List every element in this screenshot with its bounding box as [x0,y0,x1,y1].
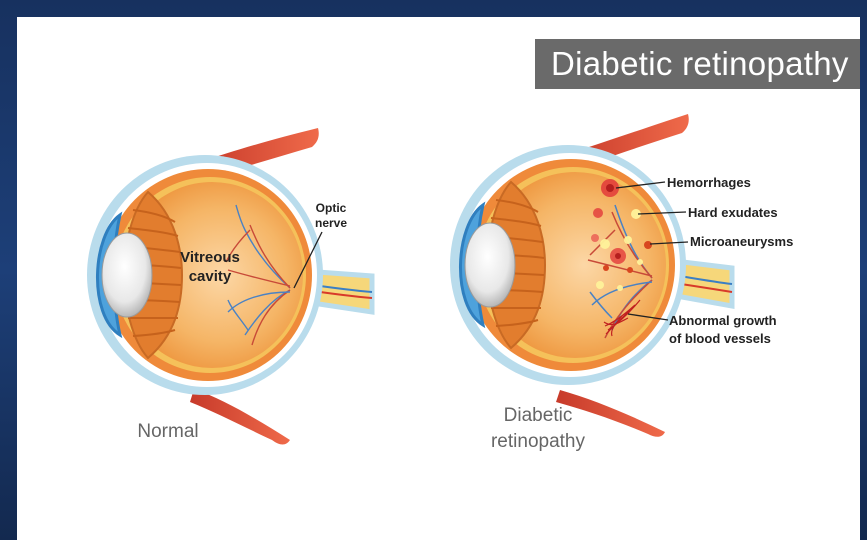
label-hemorrhages: Hemorrhages [667,175,751,190]
lens [102,233,152,317]
normal-caption: Normal [137,421,198,442]
label-abnormal-growth-line2: of blood vessels [669,331,771,346]
optic-label-line1: Optic [316,201,347,215]
label-abnormal-growth-line1: Abnormal growth [669,313,777,328]
dr-lower-muscle [556,390,665,437]
dr-caption-line2: retinopathy [491,431,586,452]
vitreous-label-line2: cavity [189,268,232,285]
optic-label-line2: nerve [315,216,347,230]
vitreous-label-line1: Vitreous [180,249,240,266]
lower-muscle [190,389,290,445]
dr-lens [465,223,515,307]
label-microaneurysms: Microaneurysms [690,234,793,249]
label-hard-exudates: Hard exudates [688,205,778,220]
normal-eye: Vitreous cavity Optic nerve Normal [87,128,372,445]
dr-caption-line1: Diabetic [504,405,573,426]
dr-eye: Hemorrhages Hard exudates Microaneurysms… [450,114,793,452]
